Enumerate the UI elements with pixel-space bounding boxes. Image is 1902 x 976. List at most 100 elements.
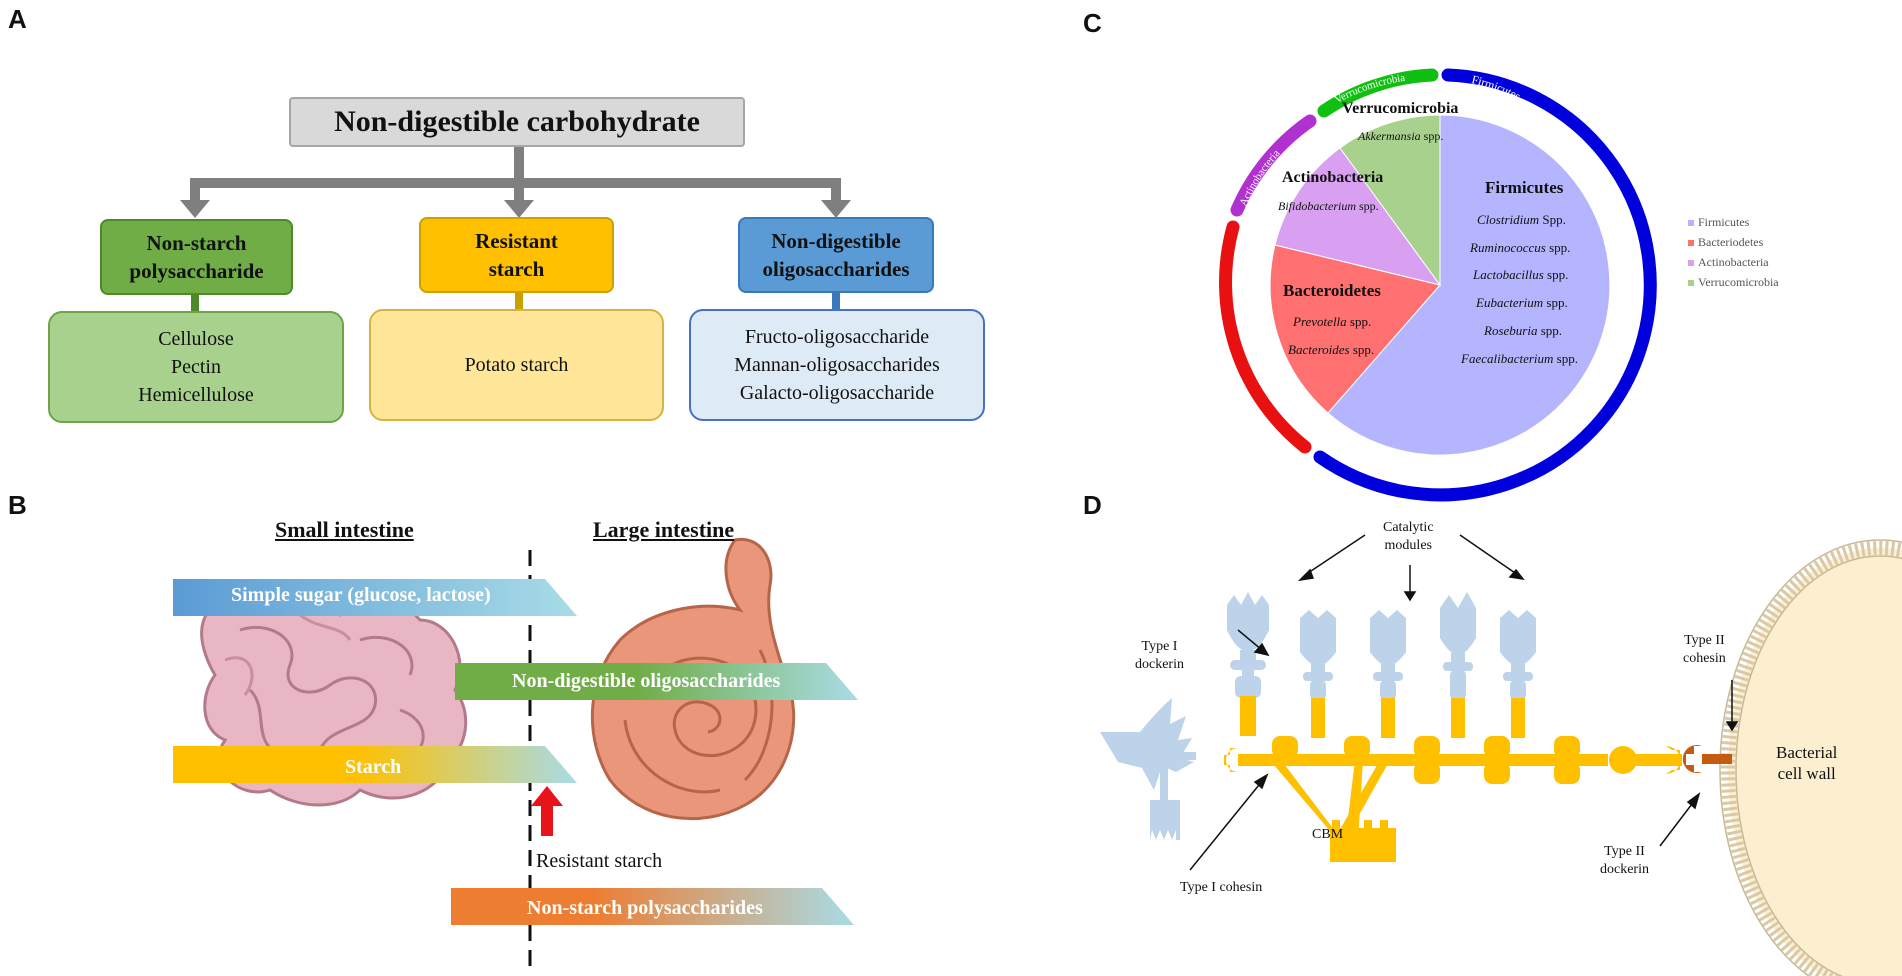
legend-swatch [1688, 280, 1694, 287]
slice-genus-bifidobacterium: Bifidobacterium spp. [1278, 199, 1379, 214]
slice-title-verrucomicrobia: Verrucomicrobia [1342, 100, 1459, 117]
arrow-non-starch-polysaccharides [451, 888, 854, 925]
genus-suffix: spp. [1346, 314, 1372, 329]
genus-suffix: spp. [1537, 323, 1563, 338]
category-title-line: starch [488, 257, 545, 281]
category-header-resistant-starch: Resistant starch [419, 217, 614, 293]
legend-item-firmicutes: Firmicutes [1688, 212, 1779, 232]
legend-swatch [1688, 240, 1694, 247]
ring-bacteroidetes [1219, 220, 1312, 454]
panel-a-connectors [180, 146, 851, 312]
type-ii-cohesin-line: Type II [1684, 633, 1725, 648]
type-ii-cohesin-anchor [1682, 745, 1732, 773]
genus-suffix: spp. [1356, 199, 1379, 213]
genus-suffix: spp. [1420, 129, 1444, 143]
resistant-starch-label: Resistant starch [536, 850, 663, 872]
genus-name: Roseburia [1484, 323, 1538, 338]
genus-suffix: spp. [1543, 267, 1569, 282]
category-header-oligosaccharides: Non-digestible oligosaccharides [738, 217, 934, 293]
category-item: Pectin [171, 356, 221, 378]
genus-name: Akkermansia [1358, 129, 1421, 143]
category-body-non-starch: Cellulose Pectin Hemicellulose [48, 311, 344, 423]
cell-wall-line: cell wall [1777, 764, 1836, 783]
pie-legend: Firmicutes Bacteriodetes Actinobacteria … [1688, 212, 1779, 292]
root-node: Non-digestible carbohydrate [289, 97, 745, 147]
panel-b-diagram [173, 537, 858, 970]
legend-item-verrucomicrobia: Verrucomicrobia [1688, 272, 1779, 292]
ring-label-actinobacteria: Actinobacteria [1237, 147, 1282, 207]
genus-name: Ruminococcus [1470, 240, 1546, 255]
small-intestine-label: Small intestine [275, 517, 414, 542]
slice-firmicutes [1327, 114, 1611, 456]
legend-item-bacteriodetes: Bacteriodetes [1688, 232, 1779, 252]
type-i-dockerin-line: Type I [1141, 639, 1178, 654]
legend-label: Actinobacteria [1698, 255, 1769, 269]
legend-label: Firmicutes [1698, 215, 1750, 229]
slice-genus-faecalibacterium: Faecalibacterium spp. [1461, 351, 1578, 367]
category-title-line: Non-starch [146, 231, 247, 255]
genus-name: Eubacterium [1476, 295, 1544, 310]
legend-swatch [1688, 260, 1694, 267]
arrow-simple-sugar [173, 579, 577, 616]
genus-suffix: spp. [1349, 342, 1375, 357]
category-title-line: Resistant [475, 229, 558, 253]
catalytic-line: Catalytic [1383, 520, 1434, 535]
arrow-starch [173, 746, 577, 783]
slice-genus-lactobacillus: Lactobacillus spp. [1473, 267, 1568, 283]
slice-bacteroidetes [1269, 244, 1441, 414]
type-ii-dockerin-line: dockerin [1600, 862, 1649, 877]
root-label: Non-digestible carbohydrate [334, 105, 700, 138]
legend-label: Bacteriodetes [1698, 235, 1764, 249]
genus-name: Prevotella [1293, 314, 1347, 329]
ring-firmicutes [1313, 68, 1657, 502]
panel-label-a: A [8, 4, 27, 34]
panel-label-c: C [1083, 8, 1102, 38]
type-ii-cohesin-label: Type II cohesin [1683, 632, 1726, 668]
legend-item-actinobacteria: Actinobacteria [1688, 252, 1779, 272]
type-ii-dockerin-label: Type II dockerin [1600, 843, 1649, 879]
resistant-starch-arrow [531, 786, 563, 836]
category-item: Fructo-oligosaccharide [744, 326, 930, 348]
annotation-arrows [1189, 534, 1739, 871]
category-item: Potato starch [464, 354, 569, 376]
panel-label-b: B [8, 490, 27, 520]
slice-genus-clostridium: Clostridium Spp. [1477, 212, 1566, 228]
category-item: Hemicellulose [138, 384, 254, 406]
scaffoldin [1224, 736, 1682, 862]
genus-name: Lactobacillus [1473, 267, 1544, 282]
genus-suffix: Spp. [1539, 212, 1566, 227]
arrow-label-simple-sugar: Simple sugar (glucose, lactose) [231, 584, 491, 606]
genus-suffix: spp. [1543, 295, 1568, 310]
cell-wall-line: Bacterial [1776, 743, 1838, 762]
slice-title-actinobacteria: Actinobacteria [1282, 169, 1384, 186]
genus-name: Clostridium [1477, 212, 1540, 227]
catalytic-modules [1100, 585, 1536, 840]
slice-verrucomicrobia [1339, 114, 1441, 287]
ring-actinobacteria [1230, 114, 1317, 217]
genus-suffix: spp. [1545, 240, 1571, 255]
category-title-line: Non-digestible [771, 229, 901, 253]
type-ii-cohesin-line: cohesin [1683, 651, 1726, 666]
arrow-label-non-digestible-oligosaccharides: Non-digestible oligosaccharides [512, 670, 781, 692]
slice-genus-roseburia: Roseburia spp. [1484, 323, 1562, 339]
genus-suffix: spp. [1553, 351, 1578, 366]
genus-name: Faecalibacterium [1461, 351, 1554, 366]
category-item: Mannan-oligosaccharides [734, 354, 940, 376]
ring-verrucomicrobia [1317, 68, 1439, 118]
catalytic-line: modules [1384, 538, 1432, 553]
bacterial-cell-wall-label: Bacterial cell wall [1776, 742, 1837, 784]
large-intestine-label: Large intestine [593, 517, 735, 542]
type-i-cohesin-label: Type I cohesin [1180, 880, 1263, 895]
category-item: Cellulose [158, 328, 234, 350]
slice-actinobacteria [1274, 147, 1442, 286]
panel-label-d: D [1083, 490, 1102, 520]
type-ii-dockerin-line: Type II [1604, 844, 1645, 859]
arrow-label-non-starch-polysaccharides: Non-starch polysaccharides [527, 897, 763, 919]
slice-genus-bacteroides: Bacteroides spp. [1288, 342, 1374, 358]
category-title-line: oligosaccharides [762, 257, 910, 281]
slice-genus-eubacterium: Eubacterium spp. [1476, 295, 1568, 311]
slice-title-firmicutes: Firmicutes [1485, 178, 1564, 197]
slice-genus-ruminococcus: Ruminococcus spp. [1470, 240, 1570, 256]
catalytic-modules-label: Catalytic modules [1383, 519, 1434, 555]
arrow-non-digestible-oligosaccharides [455, 663, 858, 700]
